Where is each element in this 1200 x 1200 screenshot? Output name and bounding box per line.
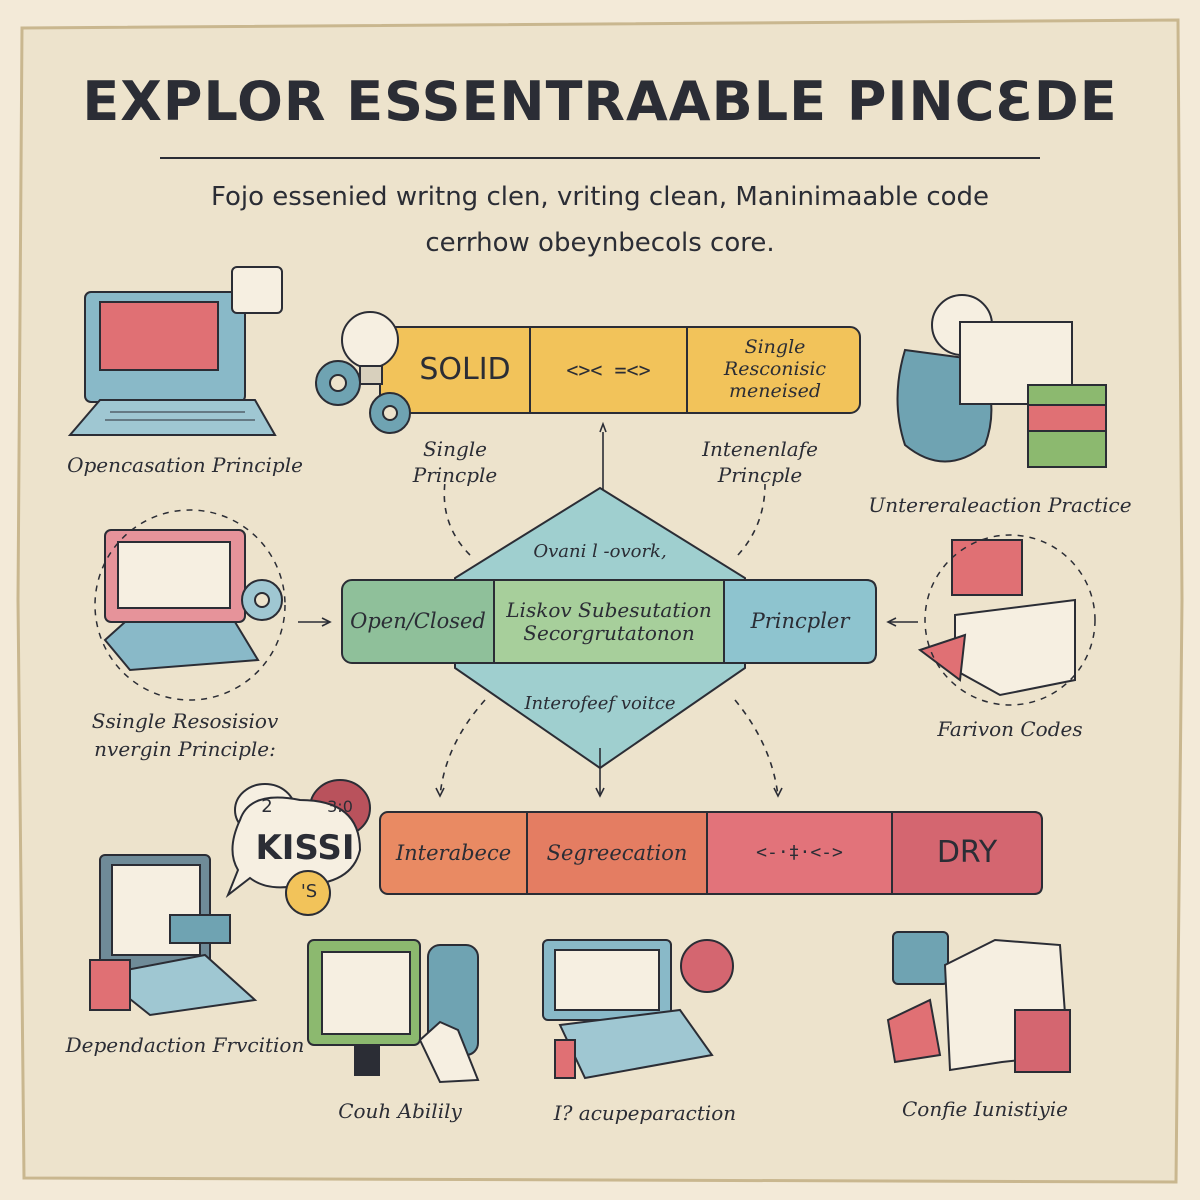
lamp-books-icon <box>896 294 1107 468</box>
bottom-bar-cell-dry: DRY <box>936 834 998 870</box>
kiss-bubble-small-2: 3:0 <box>327 797 353 816</box>
kiss-bubble-small-1: 2 <box>261 796 273 817</box>
subtitle-line-2: cerrhow obeynbecols core. <box>425 228 775 258</box>
caption-top-left: Opencasation Principle <box>67 453 303 477</box>
lightbulb-gears-icon <box>315 311 411 434</box>
diamond-top-label: Ovani l -ovork, <box>533 541 667 562</box>
connector-left-label-line-1: Single <box>422 437 487 461</box>
middle-bar-cell-open-closed: Open/Closed <box>350 609 486 634</box>
page-title: EXPLOR ESSENTRAABLE PINCƐDE <box>82 70 1118 133</box>
middle-bar-cell-princpler: Princpler <box>750 609 850 634</box>
caption-bottom-3: I? acupeparaction <box>553 1101 737 1125</box>
middle-bar-cell-liskov: Liskov Subesutation Secorgrutatonon <box>506 597 712 645</box>
caption-bottom-4: Confie Iunistiyie <box>901 1097 1069 1121</box>
top-bar-cell-symbols: <>< =<> <box>566 357 651 382</box>
kiss-speech-bubble-icon <box>225 779 371 916</box>
caption-mid-left-line-2: nvergin Principle: <box>94 737 276 761</box>
caption-mid-right: Farivon Codes <box>937 717 1083 741</box>
caption-top-right: Untereraleaction Practice <box>868 493 1132 517</box>
bottom-bar-cell-symbols: <-·‡·<-> <box>756 841 843 863</box>
laptop-icon-mid-left <box>94 509 286 701</box>
top-bar-cell-solid: SOLID <box>419 351 511 387</box>
bottom-bar-cell-segreecation: Segreecation <box>546 840 688 865</box>
open-book-icon <box>886 931 1071 1073</box>
open-box-icon <box>917 534 1096 706</box>
laptop-music-icon <box>542 939 734 1080</box>
desk-computer-icon <box>89 854 258 1017</box>
connector-left-label-line-2: Princple <box>412 463 498 487</box>
caption-mid-left-line-1: Ssingle Resosisiov <box>91 709 279 733</box>
connector-right-label-line-1: Intenenlafe <box>702 437 818 461</box>
caption-bottom-2: Couh Abilily <box>338 1099 462 1123</box>
kiss-bubble-small-3: 'S <box>300 881 318 902</box>
top-bar-cell-single-resconisic: Single Resconisic meneised <box>723 336 827 402</box>
caption-bottom-1: Dependaction Frvcition <box>65 1033 305 1057</box>
bottom-bar-cell-interabece: Interabece <box>395 840 512 865</box>
monitor-hand-icon <box>307 939 480 1084</box>
subtitle-line-1: Fojo essenied writng clen, vriting clean… <box>210 182 990 212</box>
laptop-icon-top-left <box>67 266 283 436</box>
diamond-bottom-label: Interofeef voitce <box>524 693 676 714</box>
connector-right-label-line-2: Princple <box>717 463 803 487</box>
kiss-bubble-text: KISSI <box>255 828 355 868</box>
